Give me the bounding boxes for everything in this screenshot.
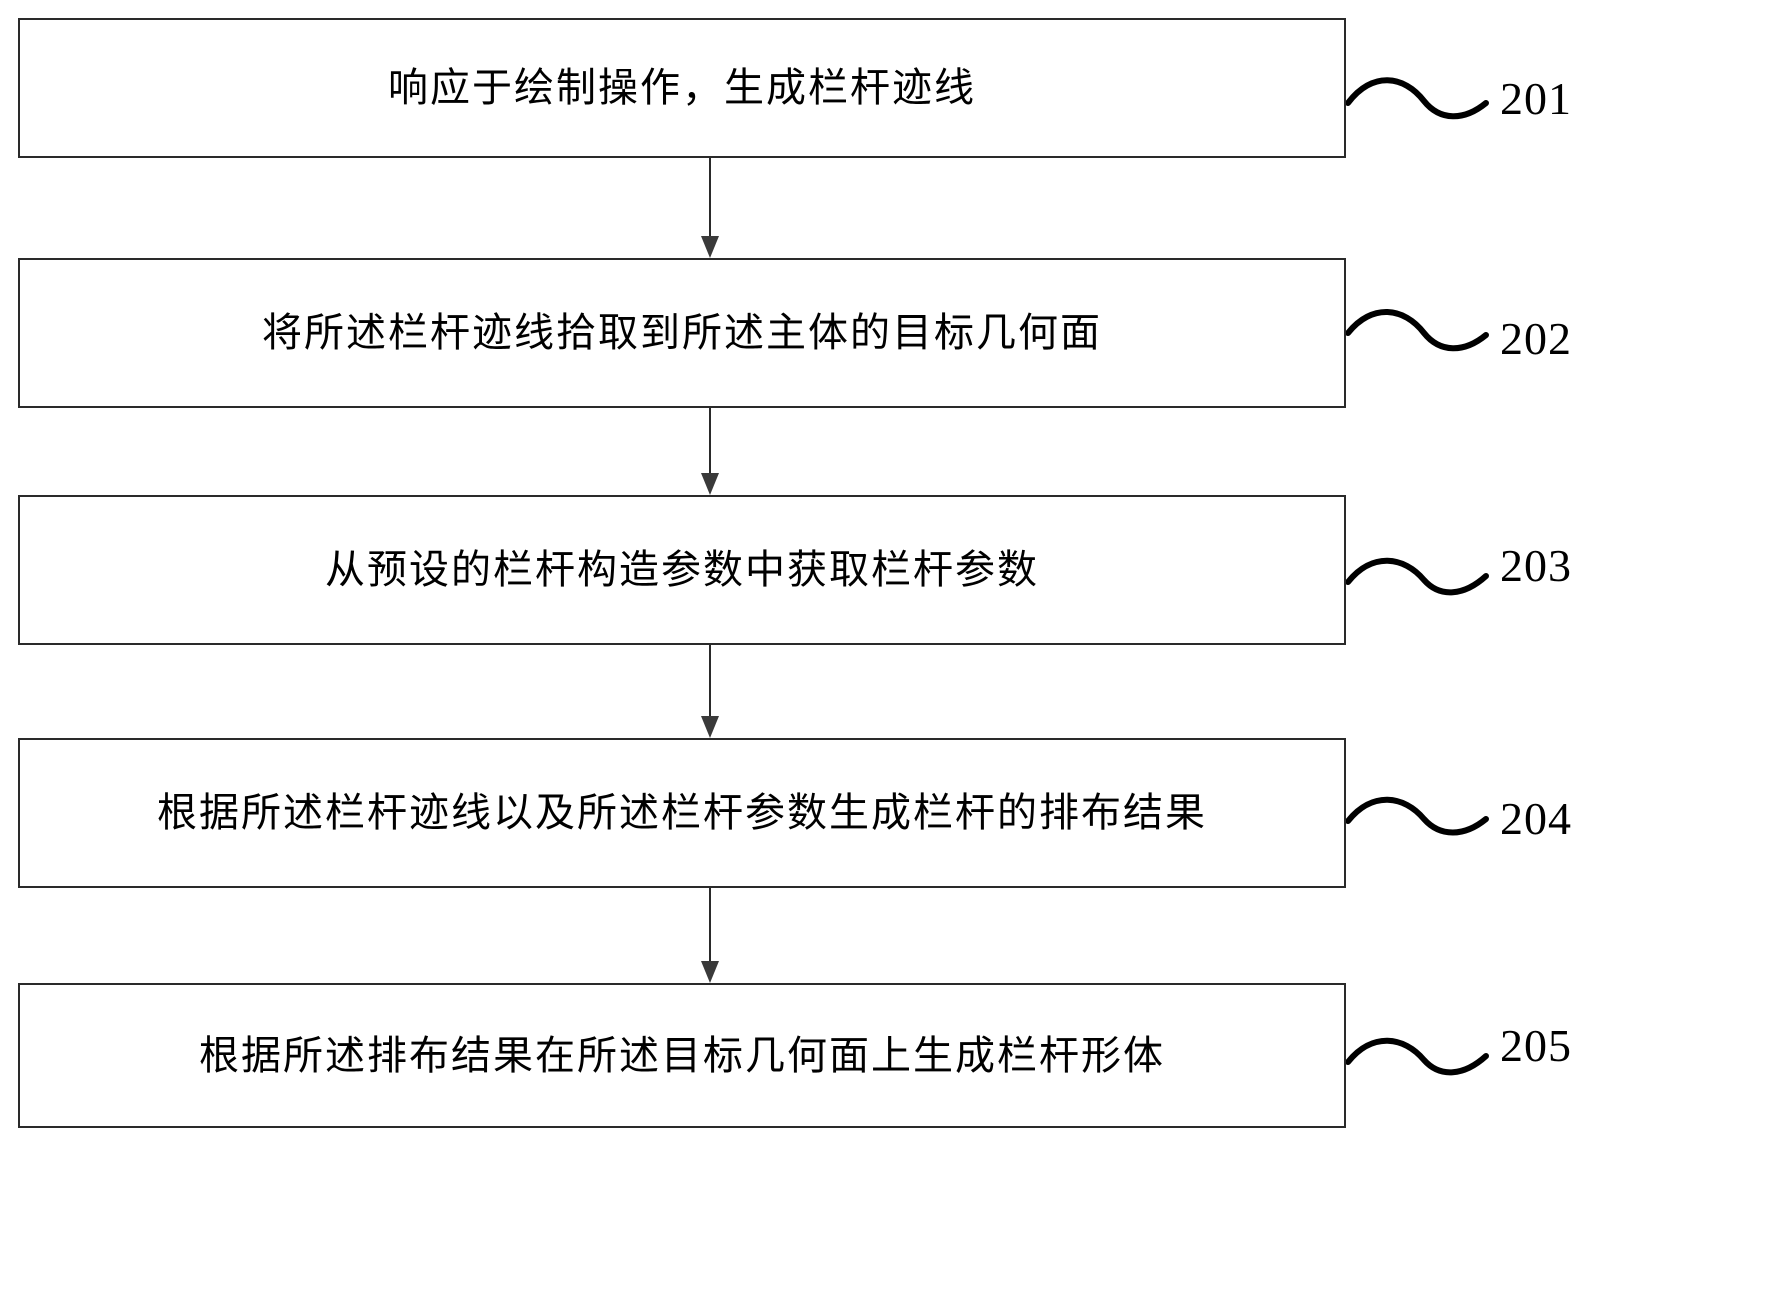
squiggle-leader-icon bbox=[1346, 557, 1489, 596]
step-reference-number-204: 204 bbox=[1500, 792, 1572, 844]
squiggle-leader-icon bbox=[1346, 796, 1489, 836]
step-reference-number-201: 201 bbox=[1500, 72, 1572, 124]
flow-step-box-204: 根据所述栏杆迹线以及所述栏杆参数生成栏杆的排布结果 bbox=[18, 738, 1346, 888]
squiggle-leader-icon bbox=[1346, 309, 1489, 352]
step-reference-205: 205 bbox=[1346, 1010, 1572, 1080]
arrow-head bbox=[701, 473, 719, 495]
flow-step-text-203: 从预设的栏杆构造参数中获取栏杆参数 bbox=[325, 547, 1039, 592]
flow-arrow-204-205 bbox=[698, 888, 722, 983]
arrow-shaft bbox=[709, 888, 711, 961]
flow-arrow-201-202 bbox=[698, 158, 722, 258]
step-reference-202: 202 bbox=[1346, 303, 1572, 373]
flow-arrow-202-203 bbox=[698, 408, 722, 495]
arrow-head bbox=[701, 716, 719, 738]
arrow-shaft bbox=[709, 158, 711, 236]
arrow-shaft bbox=[709, 408, 711, 473]
step-reference-number-202: 202 bbox=[1500, 312, 1572, 364]
flow-arrow-203-204 bbox=[698, 645, 722, 738]
flow-step-text-205: 根据所述排布结果在所述目标几何面上生成栏杆形体 bbox=[199, 1032, 1165, 1078]
arrow-head bbox=[701, 961, 719, 983]
arrow-head bbox=[701, 236, 719, 258]
flow-step-box-205: 根据所述排布结果在所述目标几何面上生成栏杆形体 bbox=[18, 983, 1346, 1128]
arrow-shaft bbox=[709, 645, 711, 716]
flow-step-box-203: 从预设的栏杆构造参数中获取栏杆参数 bbox=[18, 495, 1346, 645]
flow-step-box-202: 将所述栏杆迹线拾取到所述主体的目标几何面 bbox=[18, 258, 1346, 408]
flow-step-text-202: 将所述栏杆迹线拾取到所述主体的目标几何面 bbox=[262, 310, 1102, 355]
squiggle-leader-icon bbox=[1346, 1037, 1489, 1076]
step-reference-203: 203 bbox=[1346, 530, 1572, 600]
squiggle-leader-icon bbox=[1346, 77, 1489, 120]
step-reference-204: 204 bbox=[1346, 783, 1572, 853]
step-reference-number-203: 203 bbox=[1500, 539, 1572, 591]
step-reference-201: 201 bbox=[1346, 63, 1572, 133]
flow-step-text-204: 根据所述栏杆迹线以及所述栏杆参数生成栏杆的排布结果 bbox=[157, 790, 1207, 835]
flow-step-box-201: 响应于绘制操作，生成栏杆迹线 bbox=[18, 18, 1346, 158]
step-reference-number-205: 205 bbox=[1500, 1019, 1572, 1071]
flow-step-text-201: 响应于绘制操作，生成栏杆迹线 bbox=[388, 65, 976, 110]
